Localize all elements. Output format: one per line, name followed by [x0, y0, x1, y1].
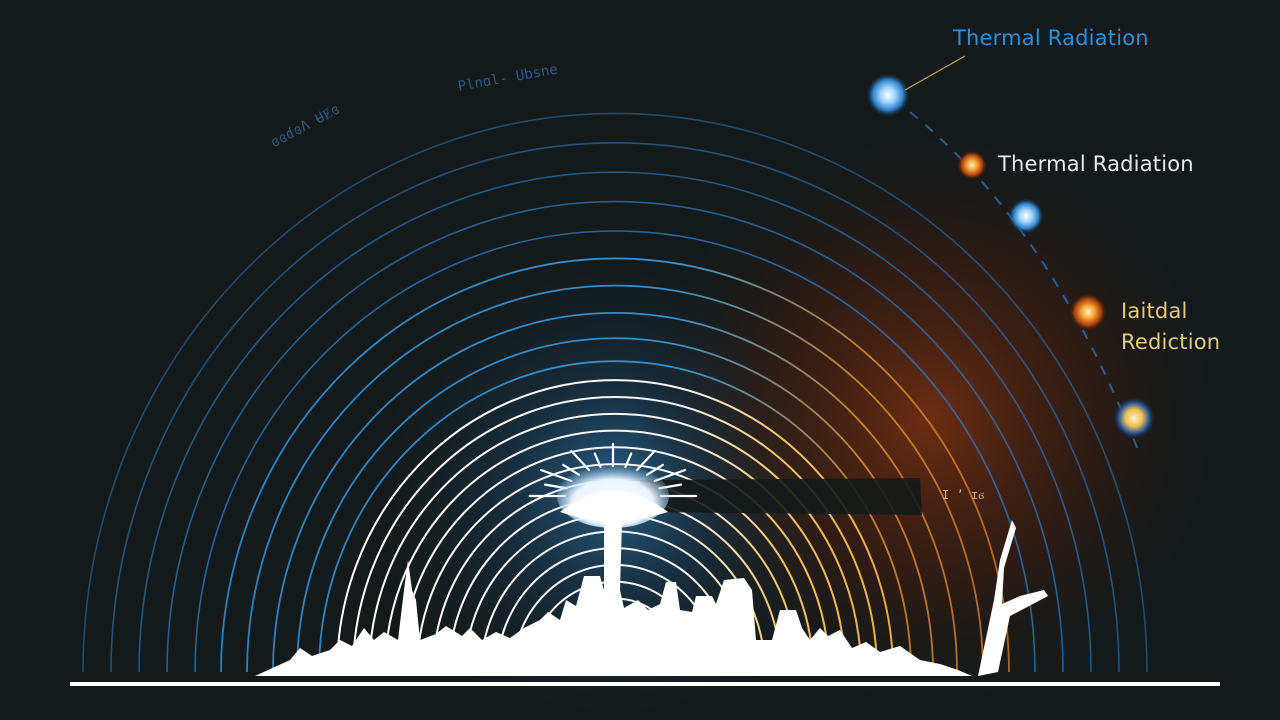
radiation-ring — [110, 142, 1120, 673]
burst-ray — [624, 452, 633, 469]
beam-mark: I ʼ ɪϭ — [942, 488, 985, 502]
city-skyline — [70, 560, 1220, 686]
radiation-ring — [318, 360, 912, 673]
radiation-ring — [246, 284, 984, 673]
orange-orb-icon — [957, 150, 987, 180]
radiation-ring — [138, 171, 1092, 673]
yellow-orb-icon — [1113, 397, 1155, 439]
burst-ray — [635, 449, 656, 472]
radiation-ring — [400, 446, 830, 673]
burst-ray — [593, 452, 602, 469]
blue-orb-icon — [866, 73, 910, 117]
right-tower — [978, 520, 1048, 676]
orb-1 — [866, 55, 966, 117]
label-leader-line — [904, 55, 966, 91]
burst-ray — [570, 449, 591, 472]
radiation-ring — [352, 395, 878, 673]
radiation-ring — [194, 230, 1036, 673]
thermal-radiation-label-top: Thermal Radiation — [953, 26, 1149, 50]
dark-beam-band — [640, 478, 922, 515]
thermal-radiation-label-middle: Thermal Radiation — [998, 152, 1194, 176]
blue-orb-icon — [1008, 198, 1044, 234]
orange-orb-icon — [1069, 293, 1107, 331]
explosion-burst — [528, 442, 698, 590]
radiation-ring — [82, 112, 1148, 673]
radiation-ring — [220, 257, 1010, 673]
radiation-ring — [368, 412, 862, 673]
initial-radiation-label-line2: Rediction — [1121, 330, 1221, 354]
initial-radiation-label: Iaitdal Rediction — [1121, 296, 1220, 358]
initial-radiation-label-line1: Iaitdal — [1121, 299, 1188, 323]
radiation-ring — [336, 379, 894, 673]
orb-trajectory — [877, 87, 1141, 456]
radiation-ring — [384, 429, 846, 673]
radiation-ring — [166, 200, 1064, 673]
